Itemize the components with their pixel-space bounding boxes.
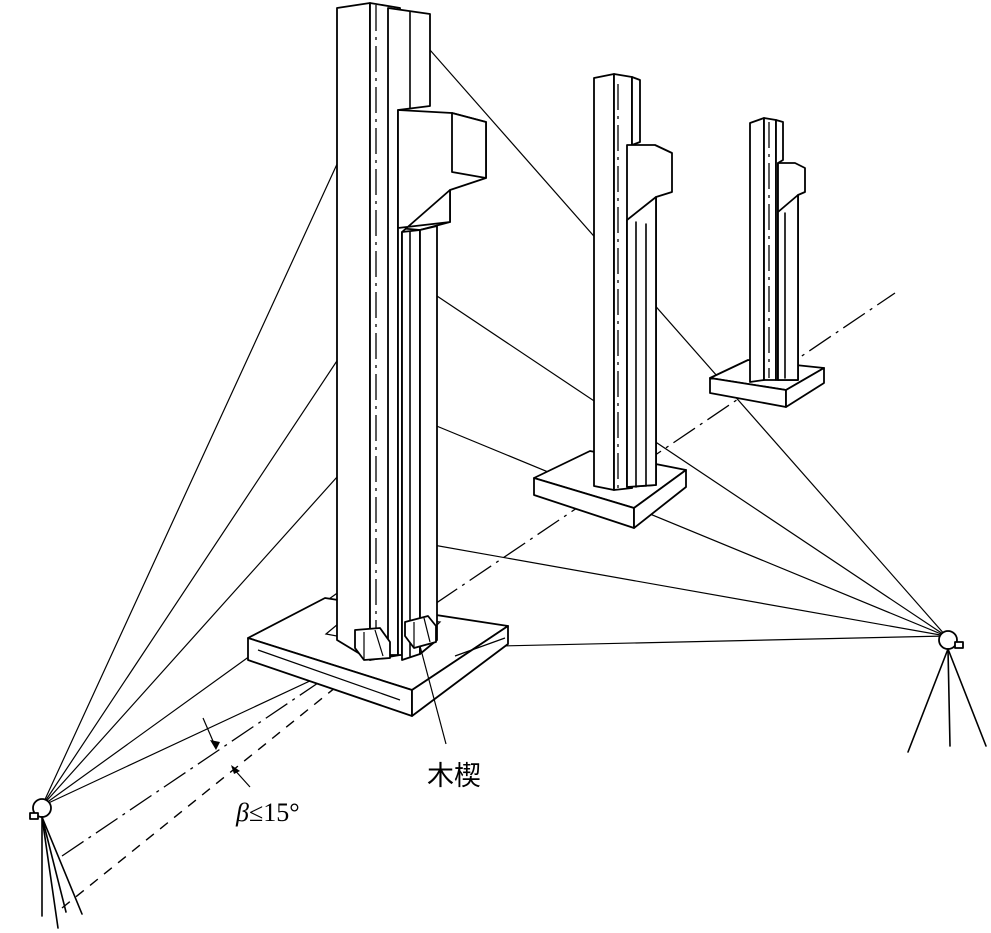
column-1	[247, 2, 509, 717]
column-2	[533, 73, 687, 529]
column-1-base	[247, 597, 509, 717]
angle-value: 15°	[263, 798, 300, 827]
column-3-body	[749, 117, 806, 383]
angle-symbol: β	[236, 798, 249, 827]
sight-lines-right	[421, 49, 947, 647]
sight-lines-left	[41, 87, 373, 807]
theodolite-left	[29, 798, 83, 929]
wedge-leader-line	[419, 645, 447, 745]
theodolite-right	[907, 630, 987, 753]
column-2-body	[593, 73, 673, 491]
wedge-label: 木楔	[427, 761, 481, 792]
angle-indicator	[202, 717, 251, 788]
angle-relation: ≤	[248, 798, 264, 827]
column-3	[709, 117, 825, 408]
column-1-body	[336, 2, 487, 661]
angle-label: β≤15°	[236, 798, 300, 828]
column-1-wedges	[354, 615, 437, 661]
